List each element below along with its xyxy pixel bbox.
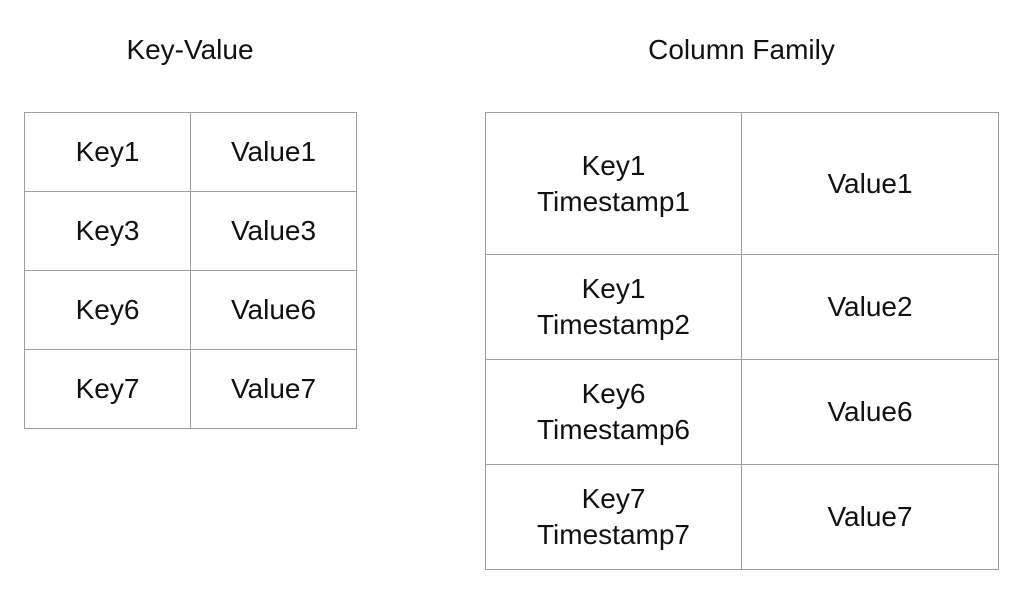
timestamp-label: Timestamp2 <box>536 309 690 340</box>
column-family-table: Key1 Timestamp1 Value1 Key1 Timestamp2 V… <box>485 112 999 570</box>
value-cell: Value7 <box>741 464 999 570</box>
table-row: Key7 Timestamp7 Value7 <box>485 464 999 570</box>
value-cell: Value1 <box>741 112 999 255</box>
key-cell: Key3 <box>24 191 191 271</box>
value-cell: Value6 <box>190 270 357 350</box>
table-row: Key6 Timestamp6 Value6 <box>485 359 999 465</box>
table-row: Key1 Timestamp2 Value2 <box>485 254 999 360</box>
value-cell: Value2 <box>741 254 999 360</box>
value-cell: Value6 <box>741 359 999 465</box>
key-label: Key7 <box>581 483 646 514</box>
key-timestamp-cell: Key6 Timestamp6 <box>485 359 742 465</box>
key-timestamp-cell: Key7 Timestamp7 <box>485 464 742 570</box>
key-label: Key1 <box>581 273 646 304</box>
key-cell: Key7 <box>24 349 191 429</box>
key-label: Key1 <box>581 149 646 181</box>
table-row: Key1 Value1 <box>24 112 357 192</box>
column-family-title: Column Family <box>648 34 835 65</box>
key-cell: Key1 <box>24 112 191 192</box>
key-timestamp-cell: Key1 Timestamp2 <box>485 254 742 360</box>
table-row: Key1 Timestamp1 Value1 <box>485 112 999 255</box>
key-label: Key6 <box>581 378 646 409</box>
key-value-table: Key1 Value1 Key3 Value3 Key6 Value6 Key7… <box>24 112 357 429</box>
value-cell: Value3 <box>190 191 357 271</box>
value-cell: Value1 <box>190 112 357 192</box>
key-cell: Key6 <box>24 270 191 350</box>
timestamp-label: Timestamp6 <box>536 414 690 445</box>
timestamp-label: Timestamp7 <box>536 519 690 550</box>
table-row: Key6 Value6 <box>24 270 357 350</box>
value-cell: Value7 <box>190 349 357 429</box>
timestamp-label: Timestamp1 <box>536 185 690 217</box>
key-timestamp-cell: Key1 Timestamp1 <box>485 112 742 255</box>
table-row: Key7 Value7 <box>24 349 357 429</box>
key-value-title: Key-Value <box>126 34 254 65</box>
table-row: Key3 Value3 <box>24 191 357 271</box>
